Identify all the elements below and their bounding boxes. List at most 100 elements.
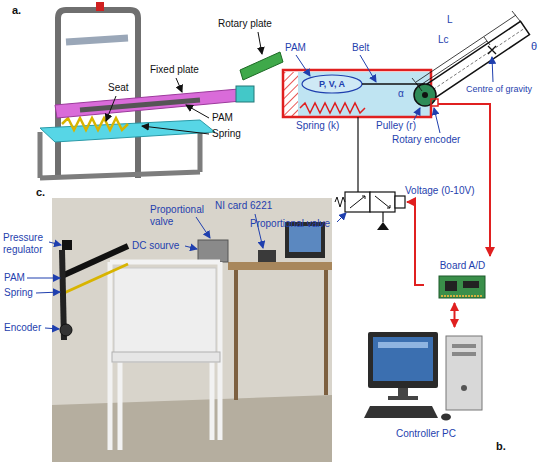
- part-label: c.: [36, 186, 45, 199]
- part-label: Seat: [108, 82, 129, 94]
- part-label: Rotary plate: [218, 18, 272, 30]
- drawing-part: [395, 196, 405, 208]
- drawing-part: [112, 352, 220, 362]
- drawing-part: [431, 99, 438, 106]
- drawing-part: [368, 332, 438, 388]
- part-label: Proportional valve: [150, 204, 212, 227]
- drawing-part: [258, 32, 262, 54]
- part-label: b.: [496, 440, 506, 453]
- part-label: Voltage (0-10V): [405, 185, 475, 197]
- drawing-part: [461, 385, 467, 391]
- drawing-part: [360, 55, 376, 82]
- part-label: a.: [12, 4, 21, 17]
- drawing-part: [289, 226, 321, 252]
- drawing-part: [463, 281, 479, 288]
- part-label: L: [447, 14, 453, 26]
- drawing-part: [283, 70, 431, 117]
- part-label: Pulley (r): [376, 120, 416, 132]
- leader-lines-b: [296, 55, 493, 222]
- part-label: Belt: [352, 42, 369, 54]
- part-label: P, V, A: [319, 79, 345, 89]
- node-text: Controller PC: [395, 428, 457, 440]
- drawing-part: [258, 250, 276, 262]
- node-picture: [425, 274, 500, 304]
- part-label: Fixed plate: [150, 64, 199, 76]
- part-label: α: [398, 88, 404, 100]
- drawing-part: [357, 117, 358, 192]
- drawing-part: [45, 328, 59, 329]
- drawing-part: [196, 217, 210, 238]
- drawing-part: [407, 202, 424, 285]
- drawing-part: [335, 197, 345, 207]
- drawing-part: [236, 270, 326, 400]
- drawing-part: [422, 92, 428, 98]
- part-label: PAM: [212, 112, 233, 124]
- drawing-part: [378, 342, 428, 348]
- drawing-part: [452, 352, 476, 356]
- drawing-part: [438, 104, 490, 256]
- signal-connector: [454, 303, 456, 327]
- drawing-part: [439, 276, 485, 298]
- drawing-part: [350, 196, 390, 208]
- drawing-part: [66, 38, 128, 42]
- drawing-part: [337, 213, 346, 222]
- controller-pc: Controller PC: [360, 328, 492, 458]
- drawing-part: [388, 396, 418, 400]
- drawing-part: [40, 120, 215, 142]
- drawing-part: [296, 55, 310, 76]
- drawing-part: [58, 10, 138, 178]
- node-label: Controller PC: [395, 428, 457, 440]
- cad-chair: [40, 2, 283, 178]
- drawing-part: [198, 240, 228, 262]
- daq-board: Board A/D: [425, 258, 500, 302]
- node-label: Board A/D: [425, 260, 500, 272]
- drawing-part: [441, 295, 483, 297]
- part-label: Encoder: [4, 322, 41, 334]
- drawing-part: [64, 246, 128, 275]
- pam-schematic: [283, 11, 530, 230]
- part-label: Pressure regulator: [3, 232, 49, 255]
- drawing-part: [298, 72, 430, 116]
- part-label: PAM: [4, 272, 25, 284]
- drawing-part: [364, 406, 438, 418]
- drawing-part: [425, 274, 500, 300]
- drawing-part: [80, 100, 200, 110]
- part-label: Lc: [438, 34, 449, 46]
- setup-photo: [52, 198, 332, 462]
- drawing-part: [398, 388, 408, 396]
- part-label: Spring (k): [296, 120, 339, 132]
- drawing-part: [52, 395, 332, 462]
- drawing-part: [373, 337, 433, 381]
- part-label: NI card 6221: [215, 200, 272, 212]
- drawing-part: [416, 15, 516, 86]
- node-text: Board A/D: [425, 258, 500, 272]
- drawing-part: [488, 46, 496, 54]
- drawing-part: [186, 105, 209, 118]
- drawing-part: [441, 414, 451, 421]
- drawing-part: [284, 72, 298, 116]
- drawing-part: [412, 11, 520, 91]
- part-label: Rotary encoder: [392, 134, 460, 146]
- drawing-part: [382, 212, 383, 222]
- drawing-part: [96, 2, 104, 11]
- drawing-part: [434, 108, 440, 133]
- drawing-part: [142, 126, 209, 134]
- drawing-part: [62, 118, 128, 130]
- drawing-part: [240, 52, 283, 80]
- part-label: Proportional valve: [250, 218, 330, 230]
- part-label: Spring: [4, 287, 33, 299]
- drawing-part: [62, 240, 72, 250]
- drawing-part: [302, 75, 362, 93]
- part-label: θ: [531, 40, 537, 53]
- drawing-part: [110, 262, 220, 450]
- drawing-part: [49, 242, 61, 245]
- leader-lines-c: [27, 214, 263, 329]
- drawing-part: [228, 262, 332, 270]
- drawing-part: [377, 222, 389, 230]
- drawing-part: [27, 278, 60, 279]
- drawing-part: [300, 103, 365, 113]
- part-label: Spring: [212, 128, 241, 140]
- node-picture: [360, 328, 492, 430]
